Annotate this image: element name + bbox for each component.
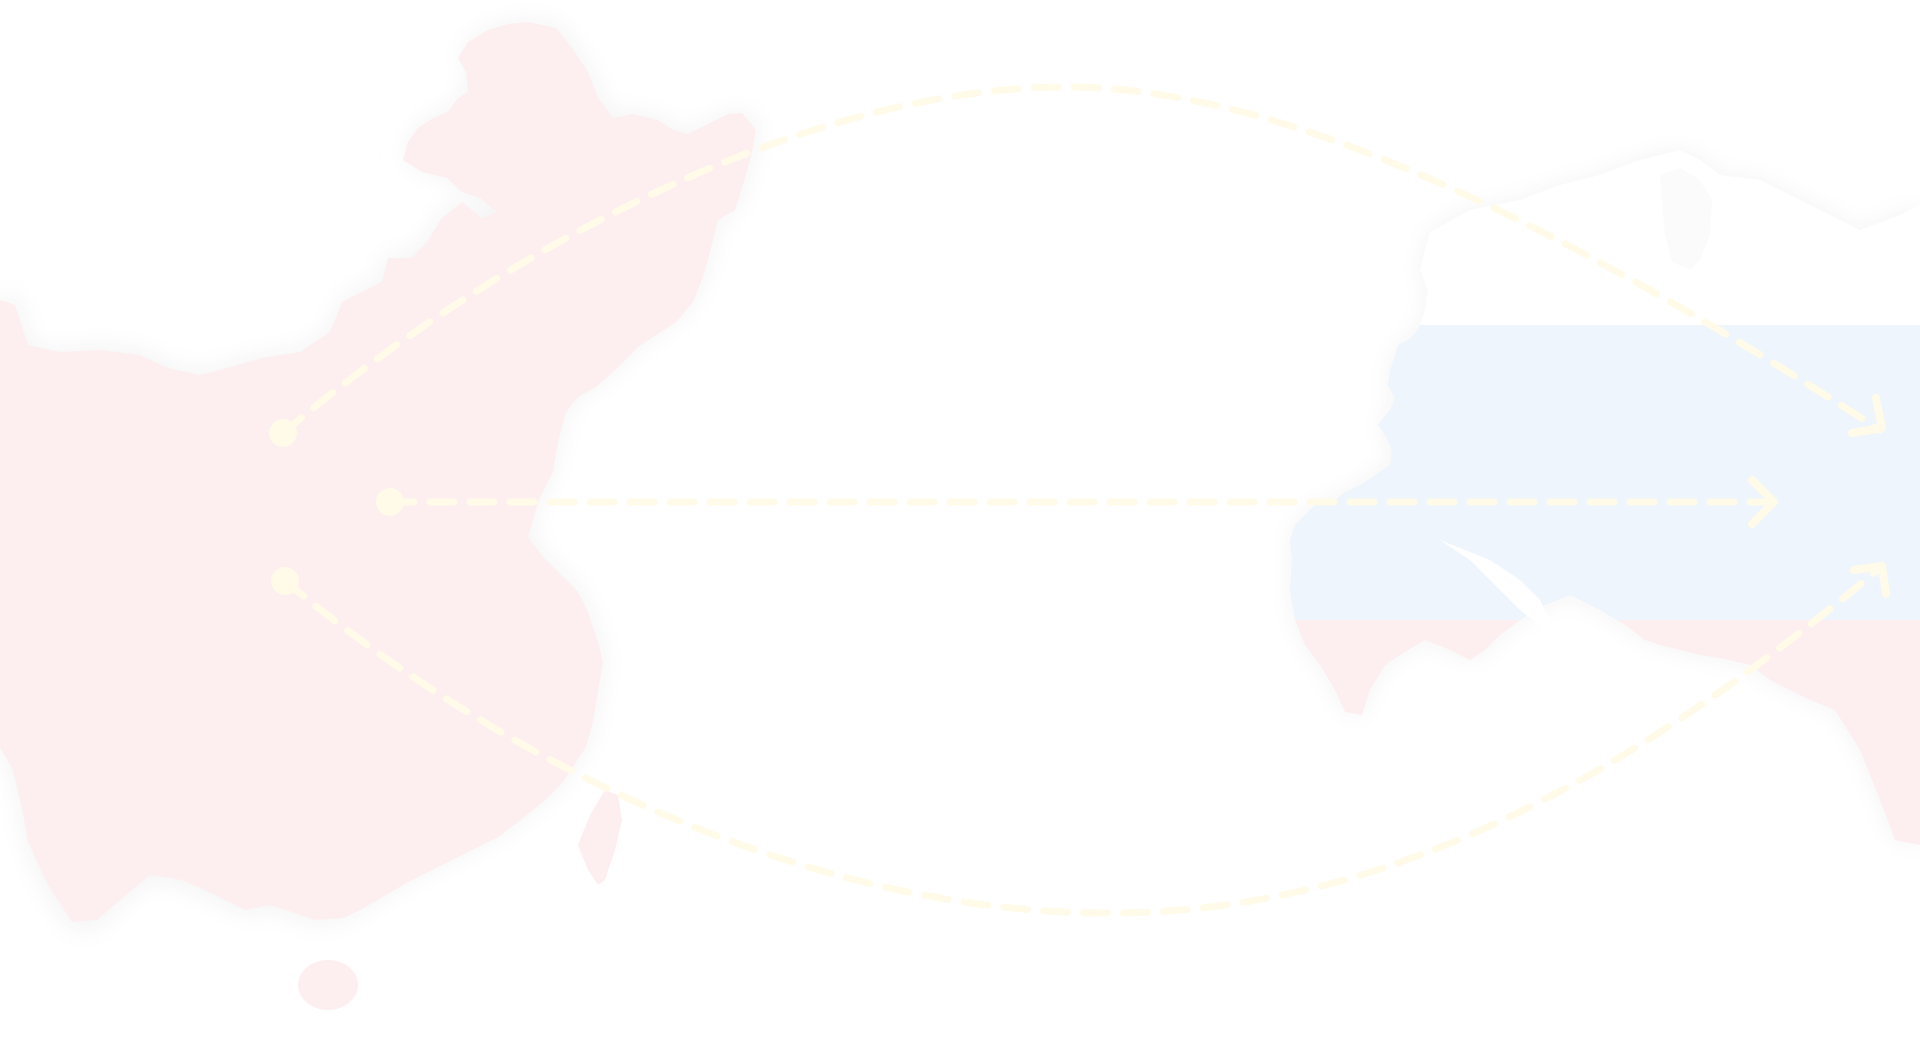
route-south-start-dot (271, 567, 299, 595)
china-region (0, 22, 756, 922)
route-north-start-dot (269, 419, 297, 447)
route-north (269, 83, 1886, 447)
russia-flag-white (1290, 150, 1920, 325)
russia-flag-blue (1290, 325, 1920, 620)
route-south (271, 562, 1890, 917)
route-south-arrowhead (1850, 562, 1890, 598)
route-north-arrowhead (1848, 394, 1886, 437)
russia-flag-red (1290, 620, 1920, 845)
hainan-island (298, 960, 358, 1010)
route-middle-arrowhead (1748, 476, 1778, 528)
russia-lake (1660, 168, 1712, 270)
route-north-line (279, 83, 1884, 437)
taiwan-island (578, 790, 622, 885)
route-middle (376, 476, 1778, 528)
route-south-line (281, 564, 1884, 917)
russia-white-notch (1440, 540, 1560, 640)
route-middle-start-dot (376, 488, 404, 516)
